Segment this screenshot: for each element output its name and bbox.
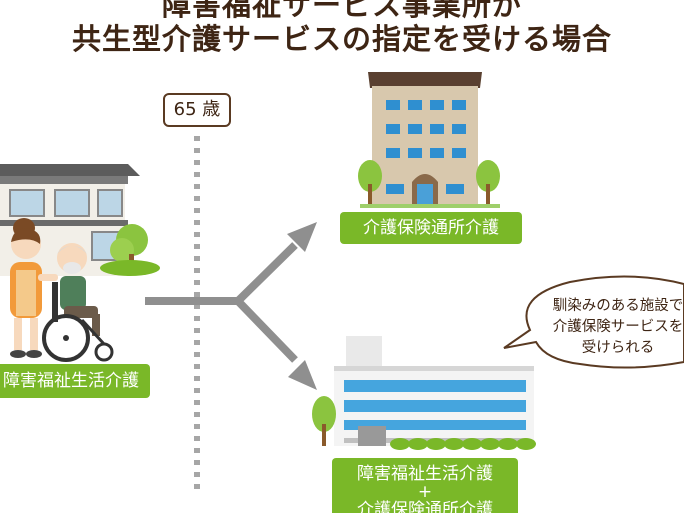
speech-bubble-icon [503, 275, 684, 369]
upper-branch-label: 介護保険通所介護 [340, 212, 522, 244]
tree-icon-facility [312, 396, 336, 432]
tree-icon-left [358, 160, 382, 192]
caregiver-icon [10, 218, 58, 358]
timeline-line [194, 136, 200, 496]
bush-row [390, 438, 536, 450]
bubble-text: 馴染みのある施設で 介護保険サービスを 受けられる [543, 296, 684, 359]
left-service-label: 障害福祉生活介護 [0, 364, 150, 398]
age-marker: 65 歳 [163, 93, 231, 127]
shared-facility-building-icon [312, 336, 536, 450]
facility-building-icon [358, 72, 500, 208]
lower-label-line1: 障害福祉生活介護 [357, 464, 493, 484]
bubble-line1: 馴染みのある施設で [552, 298, 684, 314]
page-title-line1: 障害福祉サービス事業所が [161, 0, 522, 22]
page-title-line2: 共生型介護サービスの指定を受ける場合 [71, 22, 612, 56]
lower-label-line2: + [417, 482, 433, 502]
lower-label-line3: 介護保険通所介護 [357, 500, 493, 513]
tree-icon-right [476, 160, 500, 192]
lower-branch-label: 障害福祉生活介護 + 介護保険通所介護 [332, 458, 518, 513]
bubble-line2: 介護保険サービスを [552, 319, 684, 335]
arrow-down-head [288, 360, 317, 390]
bubble-line3: 受けられる [581, 340, 655, 356]
arrow-up-head [287, 222, 317, 252]
branch-arrows [145, 222, 317, 390]
wheelchair-person-icon [42, 243, 114, 362]
